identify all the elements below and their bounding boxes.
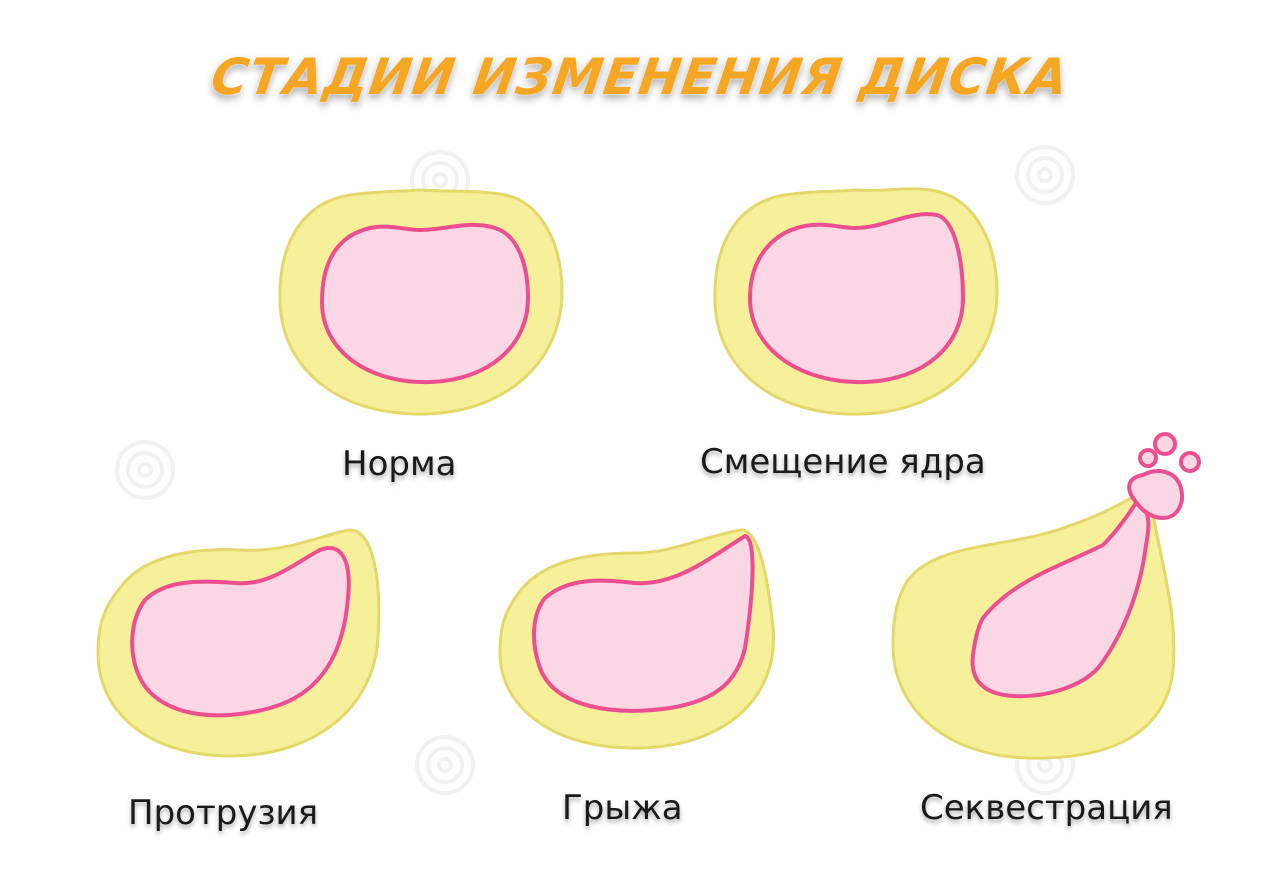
watermark-icon xyxy=(415,735,475,795)
fragment-drop xyxy=(1138,448,1158,468)
watermark-icon xyxy=(115,440,175,500)
fragment-drop xyxy=(1179,451,1201,473)
disc-displacement xyxy=(713,187,999,416)
sequestrated-fragment xyxy=(1127,469,1184,521)
nucleus-norma xyxy=(319,222,531,385)
nucleus-protrusion xyxy=(130,546,351,718)
stage-label-sequestration: Секвестрация xyxy=(920,788,1173,828)
diagram-title: СТАДИИ ИЗМЕНЕНИЯ ДИСКА xyxy=(207,48,1073,106)
disc-protrusion xyxy=(96,528,381,758)
disc-sequestration xyxy=(891,432,1201,760)
disc-hernia xyxy=(498,528,775,750)
nucleus-hernia xyxy=(532,533,755,713)
watermark-icon xyxy=(1015,145,1075,205)
stage-label-hernia: Грыжа xyxy=(562,788,683,828)
stage-label-norma: Норма xyxy=(342,444,457,484)
nucleus-sequestration xyxy=(970,497,1151,699)
stage-label-protrusion: Протрузия xyxy=(128,793,319,833)
stage-label-displacement: Смещение ядра xyxy=(700,442,986,482)
disc-norma xyxy=(278,188,564,416)
fragment-drop xyxy=(1153,432,1177,456)
nucleus-displacement xyxy=(747,212,966,385)
